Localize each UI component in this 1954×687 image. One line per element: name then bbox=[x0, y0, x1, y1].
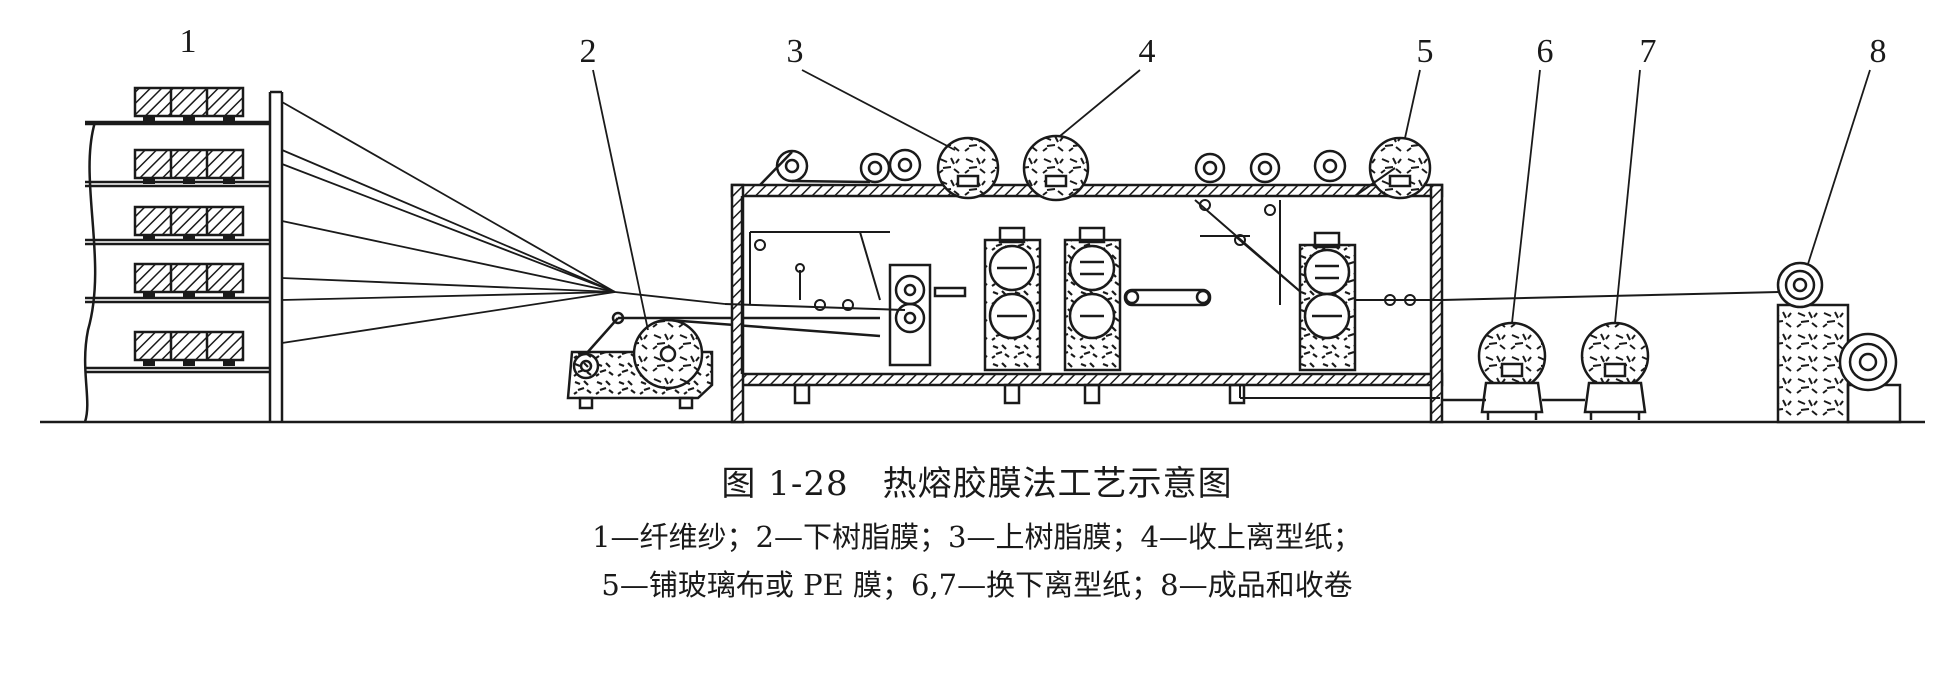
legend-line-1: 1—纤维纱2—下树脂膜3—上树脂膜4—收上离型纸； bbox=[0, 513, 1954, 561]
leader-lines bbox=[592, 69, 1871, 331]
label-3: 3 bbox=[787, 33, 804, 70]
top-small-reels bbox=[759, 148, 1347, 186]
release-paper-rewind-7 bbox=[1542, 321, 1650, 420]
lower-resin-film-unit bbox=[566, 311, 881, 410]
creel-bobbins bbox=[133, 86, 245, 362]
glass-cloth-roll bbox=[1368, 136, 1432, 200]
heating-roller-station-3 bbox=[1063, 226, 1122, 372]
figure-caption: 图 1-28 热熔胶膜法工艺示意图 1—纤维纱2—下树脂膜3—上树脂膜4—收上离型… bbox=[0, 455, 1954, 609]
figure-number: 图 1-28 bbox=[721, 464, 849, 504]
product-winder bbox=[1776, 261, 1902, 424]
bobbin-pegs bbox=[143, 116, 235, 366]
internal-web-path bbox=[724, 167, 1781, 399]
label-6: 6 bbox=[1537, 33, 1554, 70]
release-paper-takeup-roll bbox=[1022, 134, 1090, 202]
legend-item-4: 4—收上离型纸； bbox=[1111, 520, 1361, 554]
legend-item-2: 2—下树脂膜 bbox=[727, 520, 919, 554]
label-8: 8 bbox=[1870, 33, 1887, 70]
label-5: 5 bbox=[1417, 33, 1434, 70]
legend-item-8: 8—成品和收卷 bbox=[1131, 568, 1352, 602]
nip-roller-bar bbox=[1123, 288, 1212, 307]
legend-line-2: 5—铺玻璃布或 PE 膜6,7—换下离型纸8—成品和收卷 bbox=[0, 561, 1954, 609]
caption-title-line: 图 1-28 热熔胶膜法工艺示意图 bbox=[0, 455, 1954, 513]
process-diagram: 1 2 3 4 5 6 7 8 bbox=[40, 23, 1925, 424]
label-7: 7 bbox=[1640, 33, 1657, 70]
legend-item-5: 5—铺玻璃布或 PE 膜 bbox=[601, 568, 882, 602]
legend-item-1: 1—纤维纱 bbox=[592, 520, 727, 554]
label-4: 4 bbox=[1139, 33, 1156, 70]
heating-roller-station-1 bbox=[888, 263, 967, 367]
label-1: 1 bbox=[180, 23, 197, 60]
upper-resin-film-roll bbox=[936, 136, 1000, 200]
figure-title: 热熔胶膜法工艺示意图 bbox=[882, 464, 1233, 504]
label-2: 2 bbox=[580, 33, 597, 70]
component-labels: 1 2 3 4 5 6 7 8 bbox=[180, 23, 1887, 70]
creel-shelves bbox=[85, 180, 270, 374]
legend-item-6-7: 6,7—换下离型纸 bbox=[882, 568, 1131, 602]
legend-item-3: 3—上树脂膜 bbox=[919, 520, 1111, 554]
creel-rack bbox=[83, 86, 284, 423]
fiber-yarns bbox=[281, 101, 726, 344]
main-frame bbox=[730, 183, 1444, 424]
heating-roller-station-2 bbox=[983, 226, 1042, 372]
compaction-roller-station bbox=[1298, 231, 1357, 372]
release-paper-rewind-6 bbox=[1442, 321, 1547, 420]
